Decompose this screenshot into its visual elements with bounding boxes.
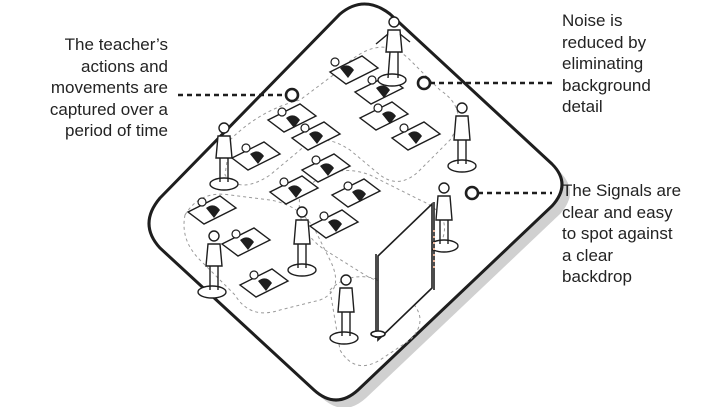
callout-line: reduced by — [562, 32, 647, 52]
teacher-figure — [197, 230, 227, 299]
callout-line: period of time — [65, 121, 168, 140]
callout-line: The Signals are — [562, 181, 682, 200]
teacher-positions — [197, 16, 477, 345]
callout-signals-clear: The Signals are clear and easy to spot a… — [562, 180, 722, 288]
callout-line: eliminating — [562, 54, 644, 73]
callout-line: background — [562, 75, 651, 95]
teacher-figure — [209, 122, 239, 191]
callout-line: detail — [562, 97, 603, 116]
callout-line: a clear — [562, 245, 614, 265]
callout-leaders — [178, 75, 552, 201]
callout-line: clear and easy — [562, 202, 673, 222]
callout-noise-reduced: Noise is reduced by eliminating backgrou… — [562, 10, 712, 118]
callout-line: The teacher’s — [64, 35, 168, 54]
callout-line: actions and — [81, 56, 168, 76]
callout-line: movements are — [50, 78, 168, 97]
teacher-figure — [429, 182, 459, 253]
callout-line: backdrop — [562, 267, 632, 286]
teacher-figure — [329, 274, 359, 345]
callout-line: Noise is — [562, 11, 623, 30]
callout-teacher-actions: The teacher’s actions and movements are … — [20, 34, 168, 142]
teacher-figure — [375, 16, 411, 87]
teacher-figure — [447, 102, 477, 173]
whiteboard — [370, 202, 435, 342]
callout-line: to spot against — [562, 224, 673, 243]
students — [197, 57, 422, 291]
teacher-figure — [287, 206, 317, 277]
teacher-movement-path — [183, 46, 459, 367]
callout-line: captured over a — [49, 99, 168, 119]
